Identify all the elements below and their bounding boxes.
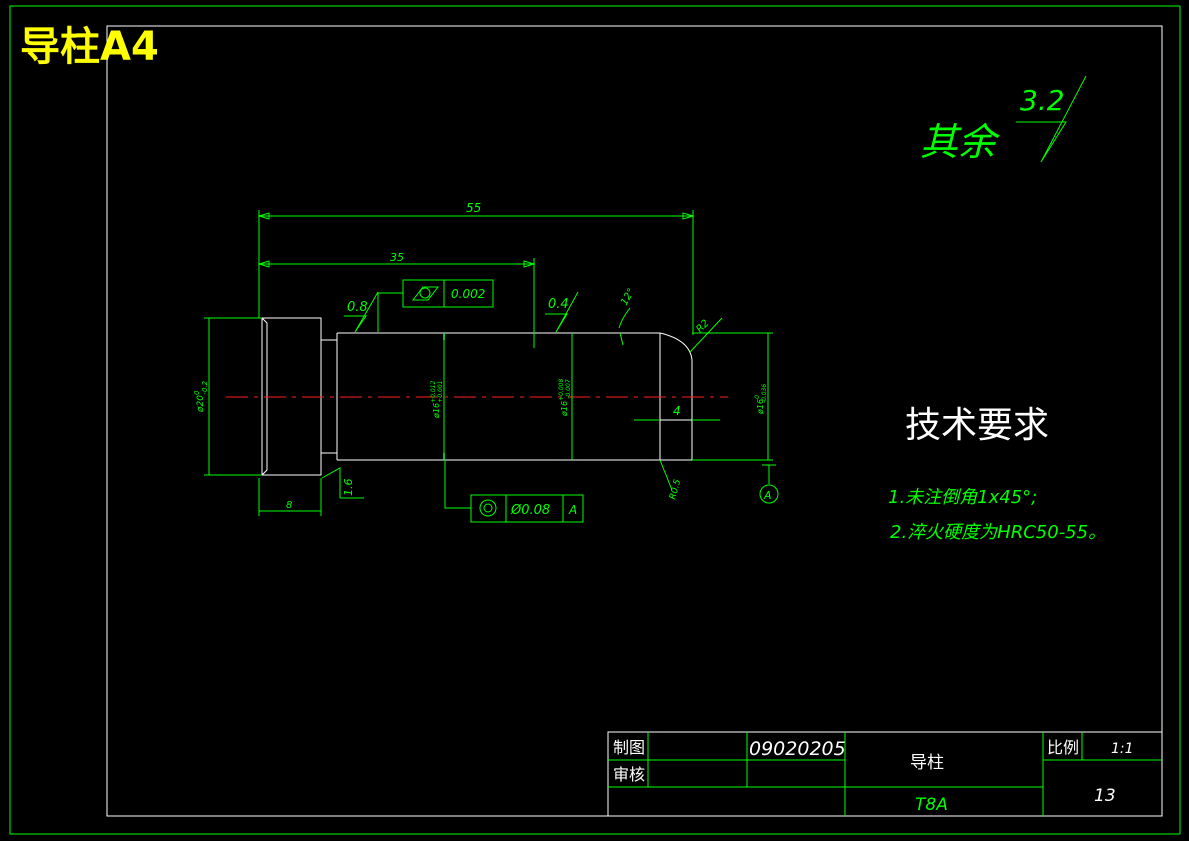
roughness-0.4: 0.4 — [545, 291, 579, 333]
dim-R05-text: R0.5 — [668, 478, 683, 501]
cylindricity-value-text: 0.002 — [451, 287, 485, 301]
part-outline — [226, 317, 728, 476]
dim-angle-text: 12° — [619, 287, 637, 308]
tech-req-item-1: 1.未注倒角1x45°; — [888, 487, 1037, 508]
tb-material: T8A — [915, 795, 948, 815]
datum-a: A — [759, 464, 779, 504]
dim-dia16-b-text: ø16+0.008-0.007 — [558, 379, 572, 417]
tb-part-name: 导柱 — [910, 753, 944, 773]
default-roughness-label: 其余 — [920, 120, 1001, 164]
dim-8-text: 8 — [286, 500, 292, 511]
dim-35-text: 35 — [390, 251, 404, 264]
sheet-title: 导柱A4 — [20, 24, 159, 70]
dim-dia16-a-text: ø16+0.012+0.001 — [430, 380, 444, 419]
dim-length-35: 35 — [257, 251, 536, 348]
dim-head-dia-text: ø200-0.2 — [193, 380, 209, 413]
dim-head-length: 8 — [258, 478, 322, 516]
dim-55-text: 55 — [466, 201, 481, 215]
dim-dia16-a: ø16+0.012+0.001 — [430, 333, 445, 460]
tb-drawing-number: 09020205 — [749, 738, 846, 760]
dim-dia16-c: ø160-0.036 — [692, 332, 773, 461]
dim-dia16-c-text: ø160-0.036 — [754, 384, 768, 415]
dim-chamfer-4: 4 — [634, 404, 720, 421]
title-block: 制图 审核 09020205 导柱 T8A 比例 1:1 13 — [607, 731, 1163, 817]
tb-checked-label: 审核 — [613, 765, 645, 784]
coaxiality-frame: Ø0.08 A — [444, 460, 584, 523]
default-roughness: 其余 3.2 — [920, 75, 1087, 164]
roughness-0.4-text: 0.4 — [548, 297, 569, 312]
datum-a-text: A — [763, 489, 772, 502]
roughness-1.6: 1.6 — [321, 467, 364, 499]
roughness-0.8: 0.8 — [344, 291, 379, 333]
dim-head-diameter: ø200-0.2 — [193, 317, 262, 476]
cylindricity-frame: 0.002 — [377, 279, 494, 332]
cylindricity-icon — [411, 286, 440, 301]
tb-scale-value: 1:1 — [1111, 741, 1134, 757]
dim-R05: R0.5 — [659, 459, 683, 501]
tech-req-item-2: 2.淬火硬度为HRC50-55。 — [890, 522, 1106, 543]
dim-dia16-b: ø16+0.008-0.007 — [558, 333, 573, 460]
tb-scale-label: 比例 — [1047, 738, 1079, 757]
outer-border — [9, 5, 1181, 835]
coaxiality-value-text: Ø0.08 — [510, 503, 550, 518]
coaxiality-icon — [479, 499, 497, 517]
dim-tip-radius: R2 12° — [618, 287, 723, 353]
dim-4-text: 4 — [673, 404, 681, 418]
tech-req-title: 技术要求 — [905, 405, 1049, 446]
roughness-1.6-text: 1.6 — [342, 479, 355, 497]
roughness-0.8-text: 0.8 — [347, 300, 368, 315]
default-roughness-value: 3.2 — [1020, 84, 1065, 117]
coaxiality-datum-text: A — [568, 503, 577, 517]
roughness-symbol-icon — [1016, 75, 1087, 163]
tb-drawn-label: 制图 — [613, 738, 645, 757]
dim-overall-length: 55 — [257, 201, 695, 335]
tb-sheet-no: 13 — [1094, 786, 1116, 806]
